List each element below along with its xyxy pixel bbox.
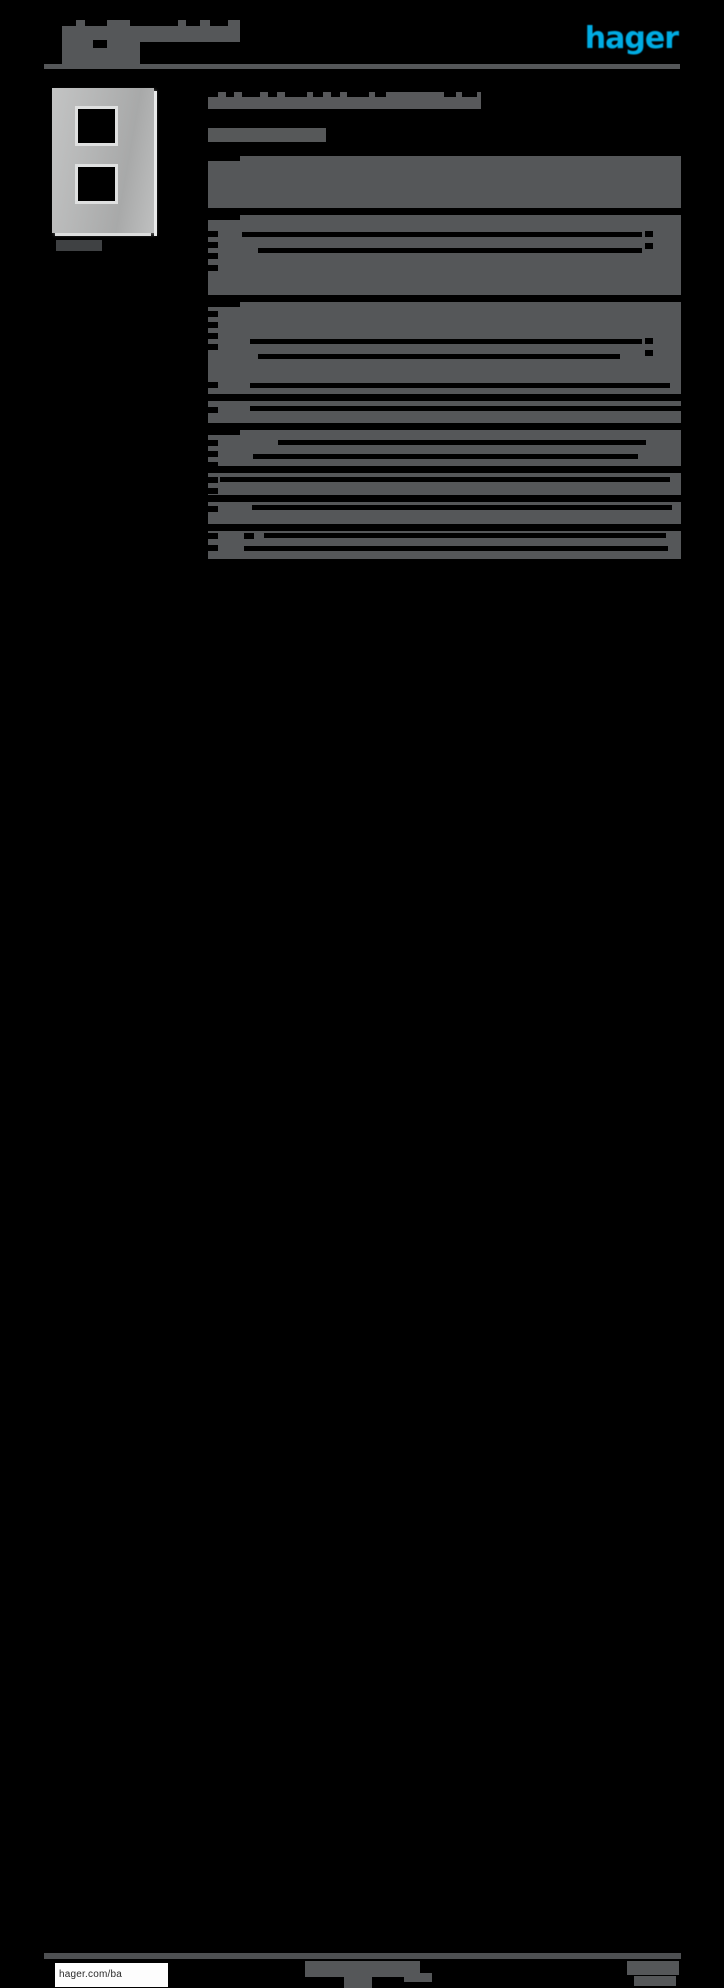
table-cell-text-gap [242, 232, 642, 237]
footer-divider [44, 1953, 681, 1959]
specification-table [208, 156, 681, 559]
table-cell-text-gap [208, 462, 218, 468]
table-row [208, 215, 681, 295]
header-divider [44, 64, 680, 69]
cover-frame-cutout-bottom [75, 164, 118, 204]
cover-frame-cutout-top [75, 106, 118, 146]
table-cell-text-gap [208, 506, 218, 512]
table-cell-text-gap [208, 242, 218, 248]
table-cell-text-gap [208, 311, 218, 317]
table-cell-text-gap [645, 243, 653, 249]
table-cell-text-gap [208, 231, 218, 237]
table-row-separator [208, 423, 681, 430]
table-cell-text-gap [208, 488, 218, 494]
table-cell-text-gap [208, 430, 240, 435]
table-row [208, 531, 681, 559]
table-cell-text-gap [208, 407, 218, 413]
page-title-notch-k [462, 92, 477, 97]
table-cell-text-gap [208, 451, 218, 457]
product-image [52, 88, 157, 236]
table-cell-text-gap [258, 354, 620, 359]
page-header: hager [0, 0, 724, 75]
table-cell-text-gap [252, 505, 672, 510]
header-title-line1-notch-d [186, 20, 200, 26]
footer-right-text [627, 1961, 679, 1975]
table-row-separator [208, 295, 681, 302]
page-title-notch-j [444, 92, 456, 97]
table-row-separator [208, 208, 681, 215]
table-cell-text-gap [208, 382, 218, 388]
page-title-notch-b [226, 92, 234, 97]
table-cell-text-gap [258, 248, 642, 253]
table-cell-text-gap [208, 440, 218, 446]
table-cell-text-gap [208, 533, 218, 539]
table-cell-text-gap [208, 477, 218, 483]
table-cell-text-gap [208, 265, 218, 271]
page-title-notch-e [285, 92, 307, 97]
footer-center-text-b [344, 1977, 372, 1988]
table-row-separator [208, 495, 681, 502]
footer-right-text-b [634, 1976, 676, 1986]
table-cell-text-gap [645, 338, 653, 344]
page-title-notch-i [375, 92, 386, 97]
table-cell-text-gap [208, 333, 218, 339]
table-cell-text-gap [208, 215, 240, 220]
page-title-notch-h [347, 92, 369, 97]
table-row [208, 430, 681, 468]
page-title-notch-f [313, 92, 323, 97]
page-footer: hager.com/ba [0, 975, 724, 1988]
table-cell-text-gap [208, 322, 218, 328]
table-cell-text-gap [645, 350, 653, 356]
cover-frame-body [52, 88, 157, 236]
table-row [208, 302, 681, 394]
table-cell-text-gap [208, 545, 218, 551]
table-cell-text-gap [208, 156, 240, 161]
table-cell-text-gap [244, 533, 254, 539]
table-cell-text-gap [208, 344, 218, 350]
table-cell-text-gap [253, 454, 638, 459]
table-cell-text-gap [264, 533, 666, 538]
header-title-line1-notch-b [85, 20, 107, 26]
table-row [208, 473, 681, 495]
table-row [208, 156, 681, 208]
page-title-notch-a [208, 92, 218, 97]
table-cell-text-gap [278, 440, 646, 445]
table-row [208, 401, 681, 423]
product-image-caption [56, 240, 102, 251]
table-row-separator [208, 394, 681, 401]
footer-center-text-c [404, 1973, 432, 1982]
table-row [208, 502, 681, 524]
table-row-separator [208, 524, 681, 531]
table-row-separator [208, 466, 681, 473]
table-cell-text-gap [208, 302, 240, 307]
header-title-line1-notch-c [130, 20, 178, 26]
table-cell-text-gap [250, 339, 642, 344]
table-cell-text-gap [250, 406, 681, 411]
table-cell-text-gap [220, 477, 670, 482]
header-title-line2-notch [93, 40, 107, 48]
page-title-notch-g [331, 92, 340, 97]
footer-url[interactable]: hager.com/ba [55, 1963, 168, 1987]
hager-logo: hager [584, 21, 679, 56]
footer-center-text [305, 1961, 420, 1977]
header-title-line1-notch-e [210, 20, 228, 26]
table-cell-text-gap [250, 383, 670, 388]
page-subtitle [208, 128, 326, 142]
table-cell-text-gap [645, 231, 653, 237]
page-title-notch-c [242, 92, 260, 97]
table-cell-text-gap [244, 546, 668, 551]
page-title-notch-d [268, 92, 277, 97]
header-title-line1-notch-a [62, 20, 76, 26]
table-cell-text-gap [208, 253, 218, 259]
